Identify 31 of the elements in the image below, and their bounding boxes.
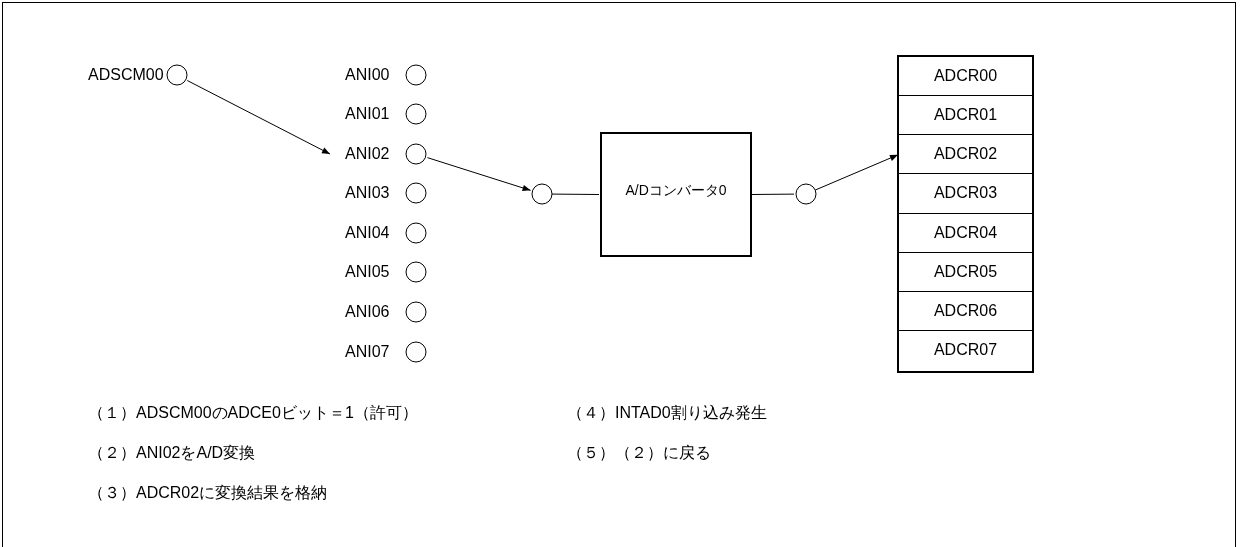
register-cell: ADCR06	[899, 291, 1032, 331]
step-note: （５）（２）に戻る	[567, 443, 711, 463]
register-cell: ADCR00	[899, 57, 1032, 97]
arrow	[814, 154, 899, 191]
pin-label: ANI04	[345, 224, 391, 242]
pin-label: ANI01	[345, 105, 391, 123]
terminal-circle	[531, 183, 553, 205]
register-cell: ADCR07	[899, 330, 1032, 370]
register-cell: ADCR02	[899, 135, 1032, 175]
pin-label: ANI07	[345, 343, 391, 361]
register-stack	[897, 55, 1034, 373]
pin-label: ANI03	[345, 184, 391, 202]
arrow	[186, 80, 331, 155]
pin-label: ANI02	[345, 145, 391, 163]
register-cell: ADCR01	[899, 96, 1032, 136]
pin-label: ANI06	[345, 303, 391, 321]
connector-line	[751, 193, 795, 195]
pin-label: ANI00	[345, 66, 391, 84]
pin-label: ANI05	[345, 263, 391, 281]
step-note: （３）ADCR02に変換結果を格納	[88, 483, 328, 503]
register-cell: ADCR04	[899, 213, 1032, 253]
connector-line	[551, 193, 600, 195]
register-cell: ADCR05	[899, 252, 1032, 292]
register-cell: ADCR03	[899, 174, 1032, 214]
arrow	[426, 157, 532, 191]
pin-label: ADSCM00	[88, 66, 164, 84]
step-note: （２）ANI02をA/D変換	[88, 443, 256, 463]
step-note: （４）INTAD0割り込み発生	[567, 403, 767, 423]
converter-box: A/Dコンバータ0	[600, 132, 752, 257]
step-note: （１）ADSCM00のADCE0ビット＝1（許可）	[88, 403, 418, 423]
terminal-circle	[795, 183, 817, 205]
